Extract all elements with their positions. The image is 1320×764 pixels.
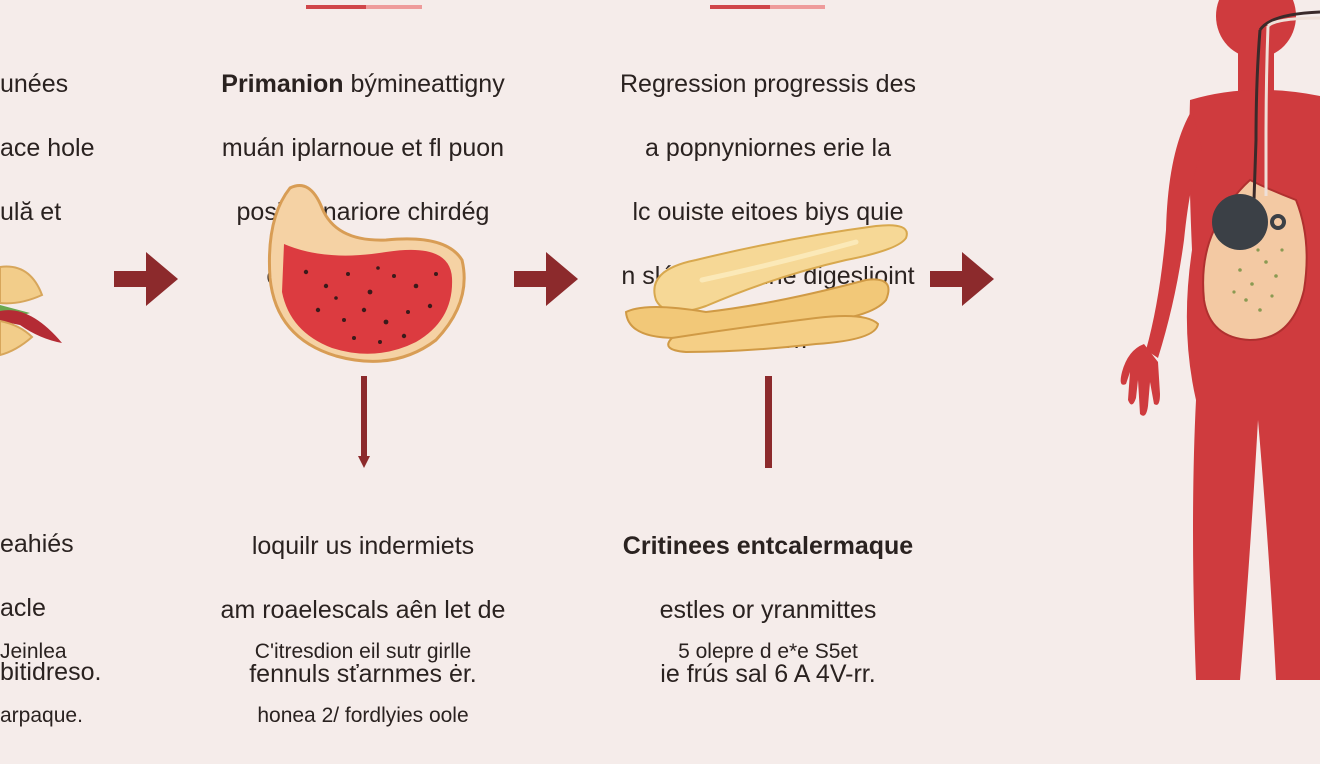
right-arrow-icon-1: [114, 252, 178, 306]
top-accent-line-2: [710, 5, 770, 9]
human-body-icon: [1100, 0, 1320, 680]
panel-3-top-line-1: Regression progressis des: [620, 70, 916, 98]
panel-1-bottom-line-1: eahiés: [0, 530, 74, 558]
panel-3-top-line-2: a popnyniornes erie la: [645, 134, 891, 162]
panel-2-bottom-line-1: loquilr us indermiets: [251, 532, 475, 560]
panel-2-bottom-text: loquilr us indermiets am roaelescals aên…: [188, 498, 538, 722]
stomach-icon: [266, 182, 470, 368]
intestine-icon: [616, 220, 912, 360]
panel-2-note: C'itresdion eil sutr girlle honea 2/ for…: [188, 604, 538, 764]
right-arrow-icon-3: [930, 252, 994, 306]
panel-1-note-line-2: arpaque.: [0, 704, 83, 727]
sandwich-icon: [0, 255, 70, 365]
panel-2-title-rest: býmineattigny: [343, 70, 505, 98]
top-accent-line-1b: [366, 5, 422, 9]
panel-2-bottom-line-2: am roaelescals aên let de: [220, 596, 506, 624]
panel-1-top-line-2: ace hole: [0, 134, 95, 162]
connector-line-2: [358, 376, 370, 468]
panel-2-title: Primanion: [221, 70, 344, 98]
top-accent-line-1: [306, 5, 366, 9]
panel-1-bottom-line-2: acle: [0, 594, 46, 622]
panel-3-note-line-1: 5 olepre d e*e S5et: [678, 640, 858, 663]
panel-2-top-line-2: muán iplarnoue et fl puon: [221, 134, 505, 162]
right-arrow-icon-2: [514, 252, 578, 306]
panel-1-top-line-1: unées: [0, 70, 69, 98]
panel-2-top-line-1: Primanion býmineattigny: [188, 68, 538, 100]
panel-3-note: 5 olepre d e*e S5et: [598, 604, 938, 700]
panel-1-note-line-1: Jeinlea: [0, 640, 67, 663]
panel-2-note-line-2: honea 2/ fordlyies oole: [257, 704, 469, 727]
panel-1-note: Jeinlea arpaque.: [0, 604, 120, 764]
panel-3-bottom-text: Critinees entcalermaque estles or yranmi…: [598, 498, 938, 722]
panel-1-top-line-3: ulă et: [0, 198, 62, 226]
panel-2-note-line-1: C'itresdion eil sutr girlle: [254, 640, 472, 663]
connector-line-3: [762, 376, 774, 468]
panel-3-bottom-line-1: estles or yranmittes: [659, 596, 877, 624]
top-accent-line-2b: [770, 5, 825, 9]
panel-3-bottom-title: Critinees entcalermaque: [622, 532, 914, 560]
panel-3-top-line-3: lc ouiste eitoes biys quie: [632, 198, 904, 226]
